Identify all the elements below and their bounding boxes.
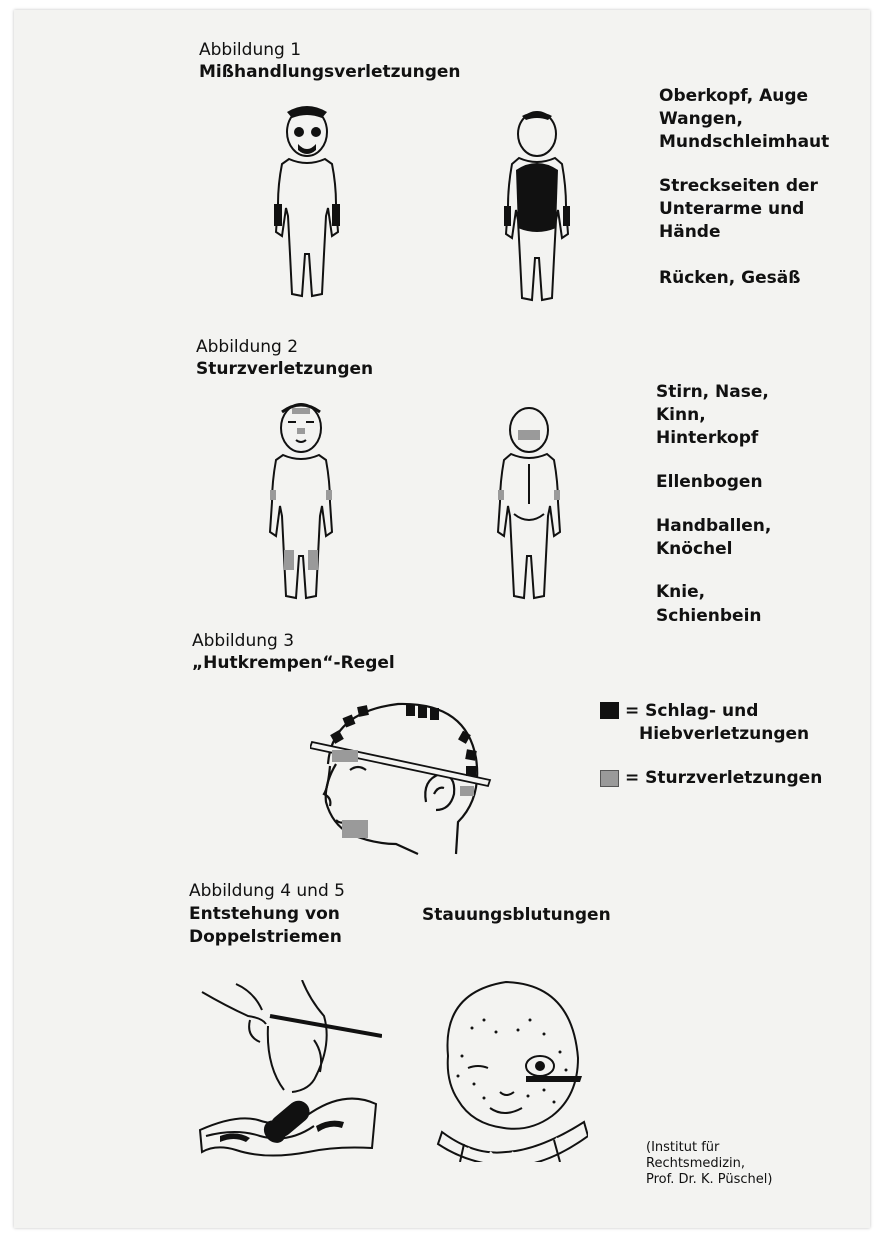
credit-line2: Rechtsmedizin, bbox=[646, 1156, 745, 1172]
credit-line1: (Institut für bbox=[646, 1140, 719, 1156]
fig3-head-profile-illustration bbox=[310, 694, 492, 864]
fig1-site-1: Oberkopf, Auge bbox=[659, 85, 808, 108]
fig2-site-4: Ellenbogen bbox=[656, 471, 763, 494]
fig3-caption: Abbildung 3 bbox=[192, 630, 294, 652]
fig2-site-1: Stirn, Nase, bbox=[656, 381, 769, 404]
fig2-caption: Abbildung 2 bbox=[196, 336, 298, 358]
blow-injury-swatch bbox=[600, 702, 619, 719]
fig2-site-8: Schienbein bbox=[656, 605, 762, 628]
fig1-caption: Abbildung 1 bbox=[199, 39, 301, 61]
fig1-child-back-illustration bbox=[492, 110, 582, 306]
fig5-congestion-bleeding-illustration bbox=[434, 972, 588, 1162]
credit-line3: Prof. Dr. K. Püschel) bbox=[646, 1172, 772, 1188]
fig2-title: Sturzverletzungen bbox=[196, 358, 373, 380]
legend-fall-injury: = Sturzverletzungen bbox=[625, 767, 822, 790]
fig2-site-3: Hinterkopf bbox=[656, 427, 758, 450]
legend-blow-injury-line1: = Schlag- und bbox=[625, 700, 758, 723]
fig2-site-5: Handballen, bbox=[656, 515, 771, 538]
fall-injury-swatch bbox=[600, 770, 619, 787]
fig2-site-2: Kinn, bbox=[656, 404, 706, 427]
fig45-title-line2: Doppelstriemen bbox=[189, 926, 342, 948]
fig2-child-front-illustration bbox=[256, 400, 346, 606]
legend-blow-injury-line2: Hiebverletzungen bbox=[639, 723, 809, 746]
fig45-title-line1: Entstehung von bbox=[189, 903, 340, 925]
fig1-title: Mißhandlungsverletzungen bbox=[199, 61, 461, 83]
fig1-site-4: Streckseiten der bbox=[659, 175, 818, 198]
fig2-child-back-illustration bbox=[484, 404, 574, 606]
fig1-site-3: Mundschleimhaut bbox=[659, 131, 829, 154]
fig1-child-front-illustration bbox=[262, 104, 352, 304]
fig1-site-7: Rücken, Gesäß bbox=[659, 267, 800, 290]
fig45-caption: Abbildung 4 und 5 bbox=[189, 880, 345, 902]
fig45-title-right: Stauungsblutungen bbox=[422, 904, 611, 926]
fig3-title: „Hutkrempen“-Regel bbox=[192, 652, 395, 674]
fig2-site-6: Knöchel bbox=[656, 538, 733, 561]
fig2-site-7: Knie, bbox=[656, 581, 705, 604]
fig4-double-welt-illustration bbox=[196, 980, 382, 1170]
fig1-site-5: Unterarme und bbox=[659, 198, 804, 221]
fig1-site-6: Hände bbox=[659, 221, 721, 244]
fig1-site-2: Wangen, bbox=[659, 108, 743, 131]
